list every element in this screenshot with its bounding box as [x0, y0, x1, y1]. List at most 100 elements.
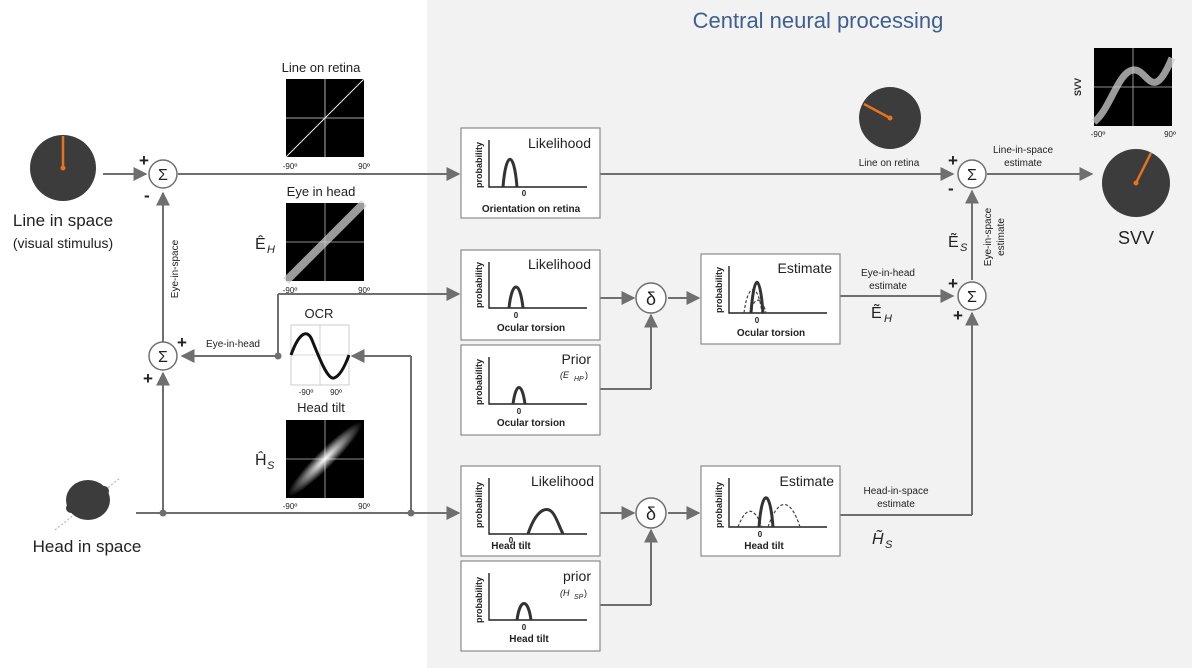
svg-text:probability: probability	[474, 482, 484, 528]
sum-node-middle: Σ	[148, 341, 178, 371]
heatmap-line-on-retina-title: Line on retina	[282, 60, 362, 75]
head-in-space-label: Head in space	[33, 537, 142, 556]
svg-text:Ẽ: Ẽ	[948, 231, 959, 251]
svg-text:SP: SP	[574, 594, 584, 601]
eye-in-head-symbol: Ê H	[255, 234, 275, 256]
eye-in-head-label: Eye-in-head	[206, 339, 260, 350]
svg-text:Orientation on retina: Orientation on retina	[482, 204, 581, 215]
sum-node-eye-space: Σ	[957, 281, 987, 311]
svg-text:0: 0	[522, 623, 527, 632]
heatmap-head-tilt-title: Head tilt	[297, 400, 345, 415]
svg-text:probability: probability	[474, 142, 484, 188]
eye-in-space-label: Eye-in-space	[170, 239, 181, 298]
svg-text:probability: probability	[474, 359, 484, 405]
svg-text:HP: HP	[574, 376, 584, 383]
svg-text:Ocular torsion: Ocular torsion	[497, 323, 565, 334]
svg-text:+: +	[177, 333, 187, 352]
svg-text:probability: probability	[474, 577, 484, 623]
ocr-title: OCR	[305, 306, 334, 321]
svg-text:Ẽ: Ẽ	[871, 302, 882, 322]
svg-text:Likelihood: Likelihood	[531, 473, 594, 489]
line-in-space-estimate-label-1: Line-in-space	[993, 145, 1053, 156]
sign-labels: + - + + + - + +	[139, 151, 963, 388]
eye-in-space-estimate-symbol: Ẽ S	[948, 231, 968, 254]
svg-text:Σ: Σ	[967, 289, 977, 306]
svg-text:Ocular torsion: Ocular torsion	[737, 328, 805, 339]
svg-text:90º: 90º	[330, 388, 342, 397]
svv-dial	[1102, 149, 1170, 217]
svg-text:Σ: Σ	[158, 167, 168, 184]
svg-text:S: S	[885, 539, 893, 551]
svg-text:Likelihood: Likelihood	[528, 256, 591, 272]
heatmap-line-on-retina	[285, 78, 365, 158]
svg-text:0: 0	[517, 407, 522, 416]
svg-text:-90º: -90º	[283, 502, 298, 511]
svg-text:Ĥ: Ĥ	[255, 450, 267, 469]
svg-text:+: +	[143, 369, 153, 388]
svg-text:Estimate: Estimate	[778, 260, 833, 276]
line-on-retina-dial	[859, 87, 921, 149]
panel-title: Central neural processing	[693, 8, 944, 33]
svg-text:90º: 90º	[1164, 130, 1176, 139]
svg-text:0: 0	[514, 311, 519, 320]
eye-in-head-estimate-label-2: estimate	[869, 281, 907, 292]
svg-text:S: S	[960, 242, 968, 254]
eye-in-head-estimate-label-1: Eye-in-head	[861, 268, 915, 279]
box-retina-likelihood: Likelihood probability 0 Orientation on …	[460, 127, 601, 219]
svg-text:Ê: Ê	[255, 234, 266, 253]
eye-in-space-estimate-label-1: Eye-in-space	[983, 207, 994, 266]
eye-in-space-estimate-label-2: estimate	[996, 218, 1007, 256]
heatmap-eye-in-head	[283, 200, 367, 284]
head-in-space-estimate-label-2: estimate	[877, 499, 915, 510]
svg-text:+: +	[948, 274, 958, 293]
box-head-likelihood: Likelihood probability 0 Head tilt	[460, 465, 601, 557]
svg-text:(H: (H	[560, 588, 570, 598]
svg-text:probability: probability	[474, 262, 484, 308]
svg-text:90º: 90º	[358, 162, 370, 171]
heatmap-head-tilt	[286, 420, 364, 498]
svg-text:probability: probability	[714, 267, 724, 313]
svg-text:0: 0	[758, 530, 763, 539]
svg-text:Likelihood: Likelihood	[528, 135, 591, 151]
svg-text:probability: probability	[714, 482, 724, 528]
box-ocular-likelihood: Likelihood probability 0 Ocular torsion	[460, 249, 601, 341]
svg-text:δ: δ	[646, 289, 656, 309]
box-ocular-prior: Prior (E HP ) probability 0 Ocular torsi…	[460, 344, 601, 436]
line-in-space-estimate-label-2: estimate	[1004, 158, 1042, 169]
head-tilt-symbol: Ĥ S	[255, 450, 275, 472]
box-head-estimate: Estimate probability 0 Head tilt	[700, 465, 841, 557]
svg-text:90º: 90º	[358, 502, 370, 511]
box-head-prior: prior (H SP ) probability 0 Head tilt	[460, 560, 601, 652]
line-on-retina-signal-label: Line on retina	[859, 158, 920, 169]
head-in-space-estimate-symbol: H̃ S	[872, 528, 893, 551]
svg-text:-90º: -90º	[299, 388, 314, 397]
svg-text:H: H	[884, 313, 892, 325]
sum-node-top: Σ	[148, 159, 178, 189]
svg-text:-: -	[144, 186, 150, 205]
svg-text:δ: δ	[646, 504, 656, 524]
svg-text:+: +	[139, 151, 149, 170]
svg-text:(E: (E	[560, 370, 570, 380]
svg-text:Σ: Σ	[158, 349, 168, 366]
svg-text:H: H	[267, 244, 275, 256]
svg-text:Head tilt: Head tilt	[744, 541, 784, 552]
svg-text:-: -	[948, 179, 954, 198]
svg-text:Prior: Prior	[561, 351, 591, 367]
svg-text:+: +	[948, 151, 958, 170]
svg-text:Σ: Σ	[967, 167, 977, 184]
svg-text:0: 0	[509, 536, 514, 545]
svg-text:-90º: -90º	[283, 162, 298, 171]
box-ocular-estimate: Estimate probability 0 Ocular torsion	[700, 253, 841, 345]
head-in-space-estimate-label-1: Head-in-space	[863, 486, 928, 497]
delta-node-head: δ	[635, 497, 667, 529]
svg-text:prior: prior	[563, 568, 591, 584]
visual-stimulus-label: (visual stimulus)	[13, 235, 113, 251]
head-in-space-icon	[54, 477, 121, 531]
svg-text:S: S	[267, 460, 275, 472]
svg-text:0: 0	[755, 316, 760, 325]
svg-text:-90º: -90º	[283, 286, 298, 295]
svg-text:Ocular torsion: Ocular torsion	[497, 418, 565, 429]
signal-lines	[103, 167, 1094, 606]
